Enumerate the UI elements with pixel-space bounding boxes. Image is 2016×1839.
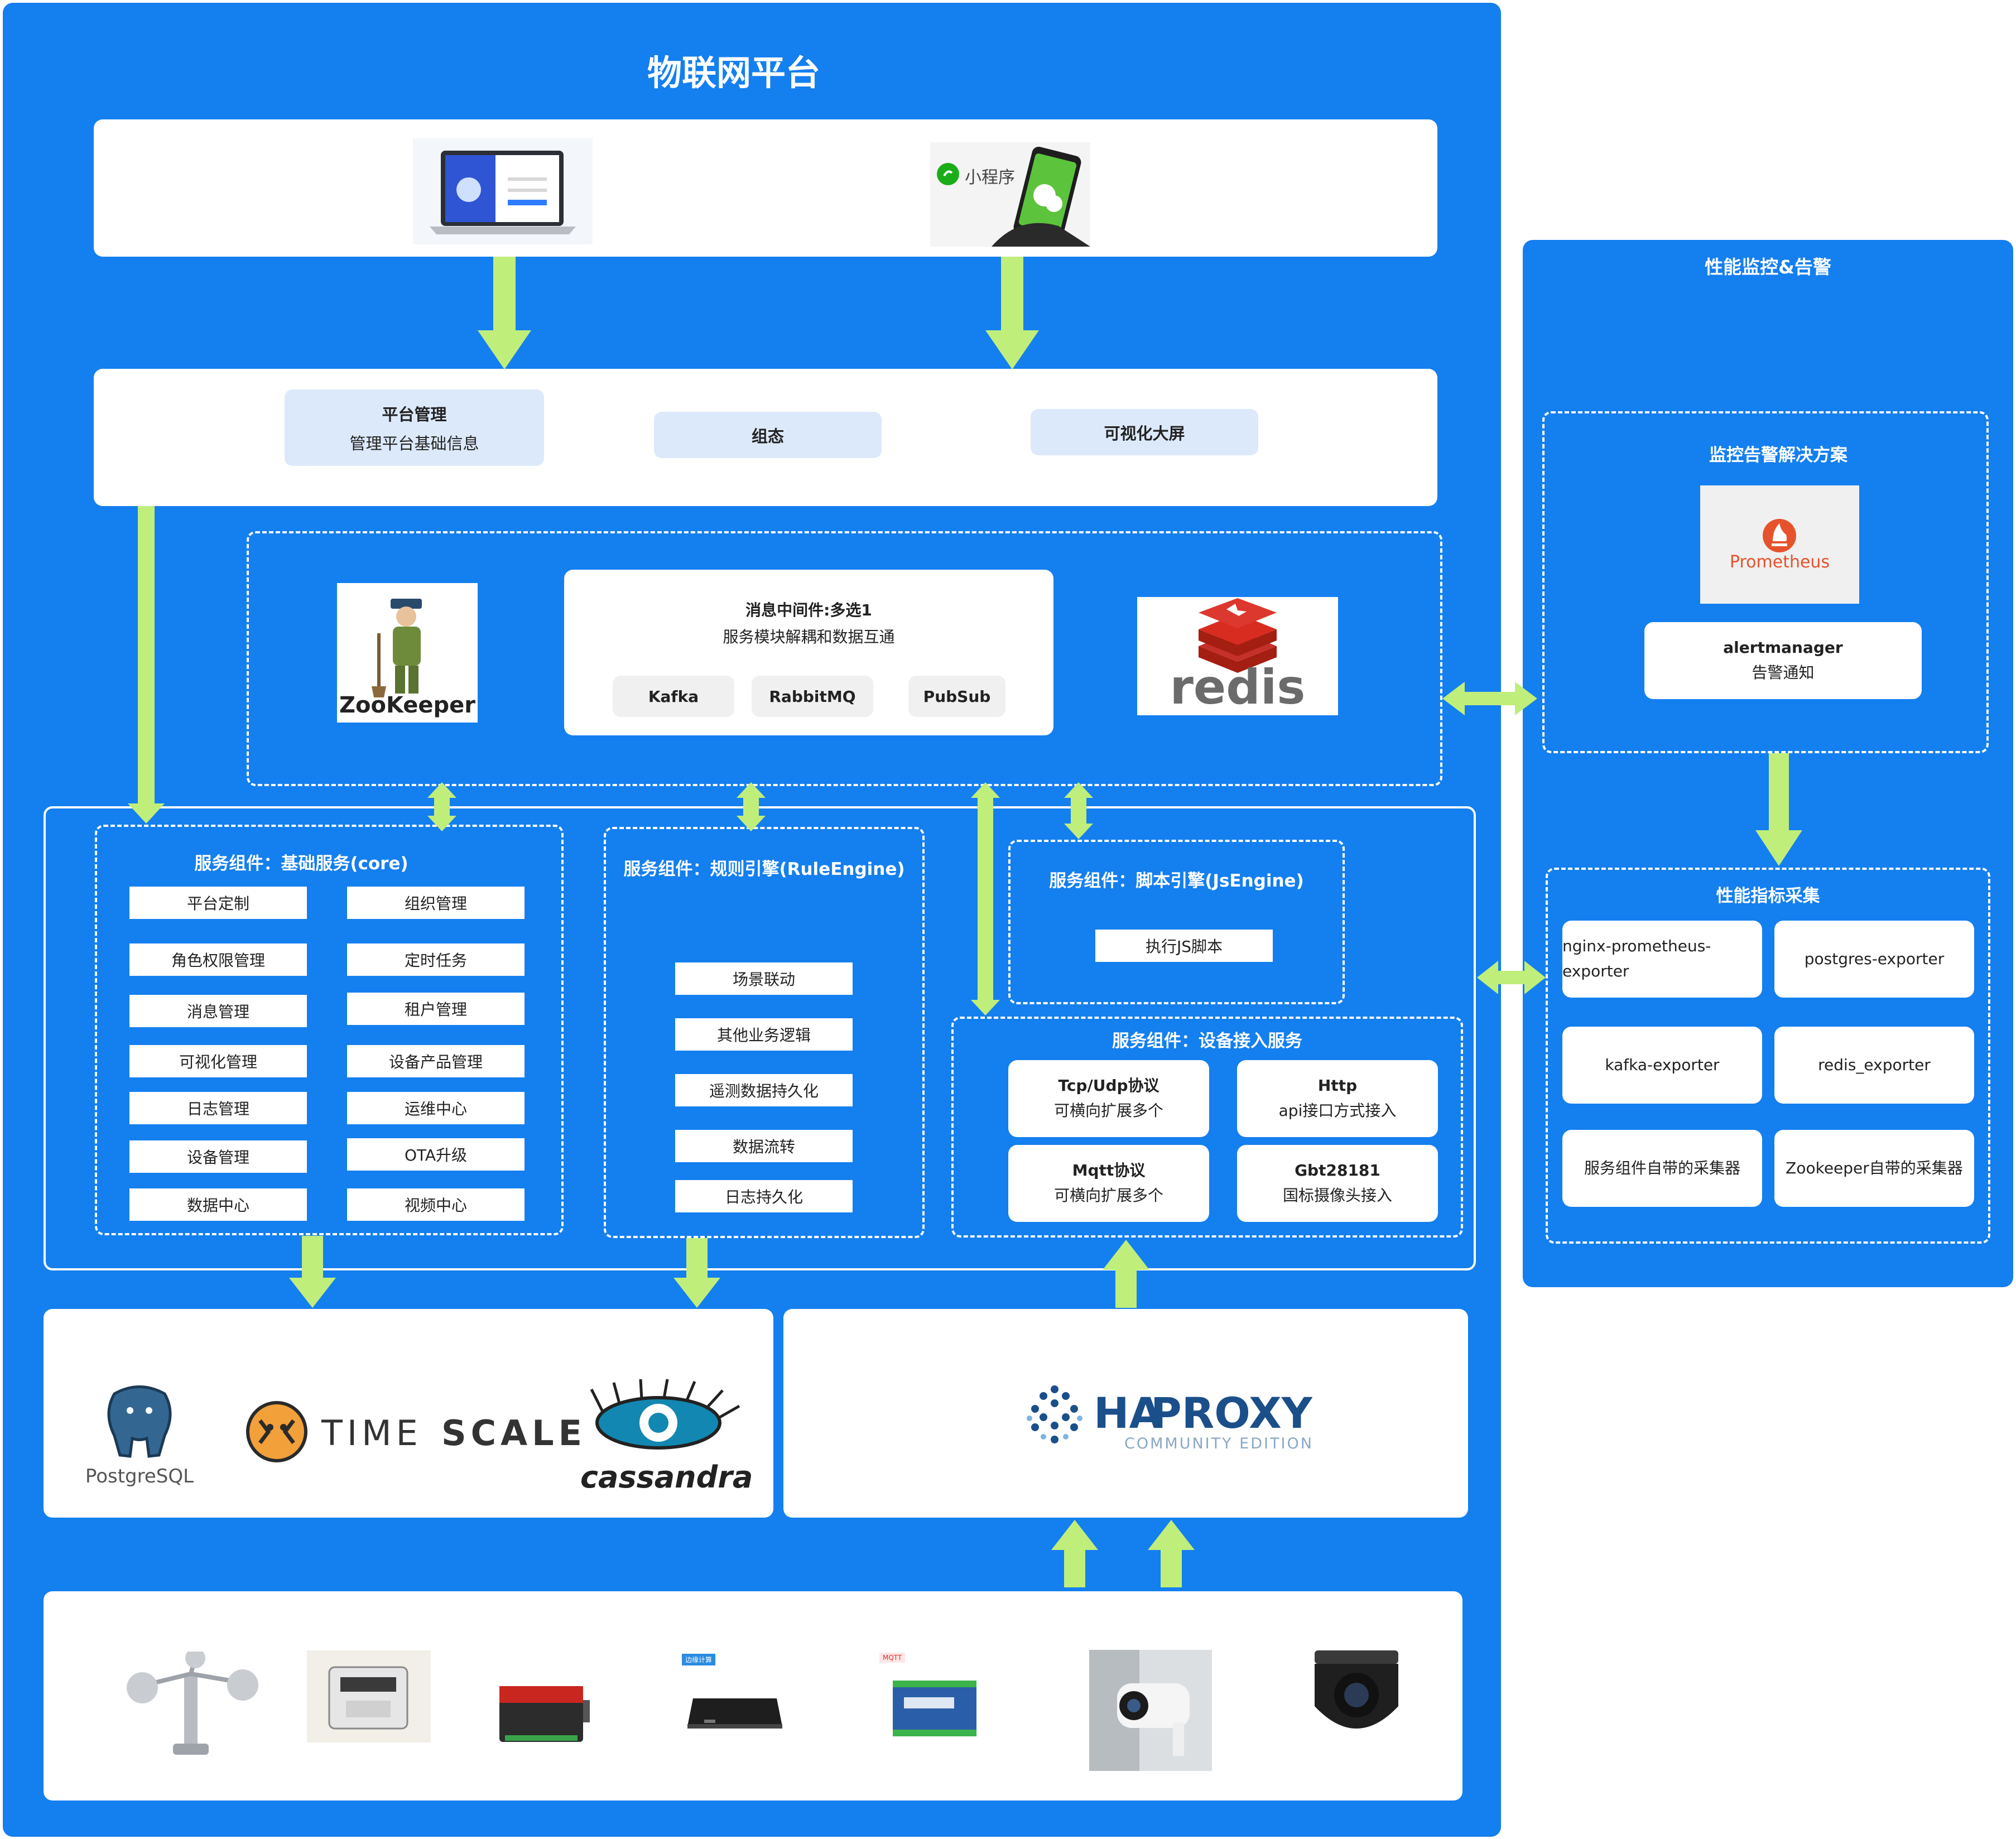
redis-logo-text: redis <box>1170 659 1306 715</box>
access-card-mqtt-title: Mqtt协议 <box>1072 1161 1146 1180</box>
zookeeper-logo: ZooKeeper <box>337 583 478 723</box>
cassandra-logo: cassandra <box>580 1378 753 1495</box>
platform-title: 物联网平台 <box>647 52 820 93</box>
miniprogram-image: 小程序 <box>930 142 1090 247</box>
exporter-postgres[interactable]: postgres-exporter <box>1774 921 1974 998</box>
core-item-scheduled-tasks[interactable]: 定时任务 <box>347 943 525 976</box>
access-card-http-title: Http <box>1317 1076 1358 1095</box>
exporter-kafka[interactable]: kafka-exporter <box>1562 1027 1762 1104</box>
timescale-logo-text-a: TIME <box>321 1413 422 1453</box>
access-card-tcp-udp-title: Tcp/Udp协议 <box>1058 1076 1159 1095</box>
js-engine-title: 服务组件：脚本引擎(JsEngine) <box>1049 871 1304 891</box>
access-card-gbt28181[interactable]: Gbt28181 国标摄像头接入 <box>1237 1145 1438 1222</box>
core-item-ota[interactable]: OTA升级 <box>347 1138 525 1171</box>
metrics-collect-title: 性能指标采集 <box>1716 886 1820 906</box>
prometheus-logo: Prometheus <box>1700 485 1859 604</box>
postgresql-logo-text: PostgreSQL <box>85 1465 194 1487</box>
platform-mgmt-sub: 管理平台基础信息 <box>349 434 479 453</box>
mq-title: 消息中间件:多选1 <box>745 601 872 619</box>
config-pill[interactable]: 组态 <box>654 412 882 458</box>
core-item-product-mgmt[interactable]: 设备产品管理 <box>347 1045 525 1077</box>
device-access-title: 服务组件：设备接入服务 <box>1112 1031 1302 1051</box>
proxy-box <box>783 1309 1468 1518</box>
alertmanager-title: alertmanager <box>1723 638 1843 657</box>
core-item-message-mgmt[interactable]: 消息管理 <box>129 995 307 1027</box>
exporter-zookeeper-builtin[interactable]: Zookeeper自带的采集器 <box>1774 1130 1974 1207</box>
haproxy-edition: COMMUNITY EDITION <box>1124 1435 1313 1452</box>
miniprogram-label: 小程序 <box>965 168 1015 187</box>
mq-option-pubsub[interactable]: PubSub <box>908 676 1005 717</box>
core-item-device-mgmt[interactable]: 设备管理 <box>129 1140 307 1173</box>
alertmanager-sub: 告警通知 <box>1752 663 1815 682</box>
platform-mgmt-pill[interactable]: 平台管理 管理平台基础信息 <box>285 389 544 466</box>
core-item-tenant-mgmt[interactable]: 租户管理 <box>347 993 525 1025</box>
cassandra-logo-text: cassandra <box>580 1460 753 1495</box>
core-item-visual-mgmt[interactable]: 可视化管理 <box>129 1045 307 1077</box>
core-item-platform-custom[interactable]: 平台定制 <box>129 887 307 919</box>
core-service-title: 服务组件：基础服务(core) <box>194 854 408 874</box>
monitor-solution-group <box>1542 411 1989 753</box>
clients-box <box>94 119 1437 257</box>
access-card-http[interactable]: Http api接口方式接入 <box>1237 1060 1438 1137</box>
access-card-mqtt[interactable]: Mqtt协议 可横向扩展多个 <box>1008 1145 1209 1222</box>
core-item-ops-center[interactable]: 运维中心 <box>347 1092 525 1124</box>
timescale-logo: TIME SCALE <box>243 1398 582 1465</box>
iot-platform-panel <box>3 3 1501 1837</box>
rule-item-data-flow[interactable]: 数据流转 <box>675 1130 853 1162</box>
devices-box <box>44 1591 1462 1801</box>
monitor-title: 性能监控&告警 <box>1705 256 1831 278</box>
gateway-device-1-image <box>494 1675 594 1747</box>
rule-item-telemetry-persist[interactable]: 遥测数据持久化 <box>675 1074 853 1106</box>
electric-meter-image <box>307 1650 431 1742</box>
access-card-gbt28181-sub: 国标摄像头接入 <box>1282 1186 1392 1205</box>
anemometer-image <box>117 1648 268 1769</box>
haproxy-logo-text-b: PROXY <box>1151 1388 1312 1438</box>
redis-logo: redis <box>1137 597 1338 715</box>
core-service-group <box>95 825 564 1235</box>
mqtt-io-module-image: MQTT <box>876 1653 988 1747</box>
device-access-group <box>951 1017 1463 1238</box>
platform-mgmt-title: 平台管理 <box>382 405 447 424</box>
rule-item-other-logic[interactable]: 其他业务逻辑 <box>675 1018 853 1051</box>
access-card-tcp-udp-sub: 可横向扩展多个 <box>1053 1101 1163 1120</box>
access-card-tcp-udp[interactable]: Tcp/Udp协议 可横向扩展多个 <box>1008 1060 1209 1137</box>
exporter-nginx[interactable]: nginx-prometheus-exporter <box>1562 921 1762 998</box>
core-item-org-mgmt[interactable]: 组织管理 <box>347 887 525 919</box>
access-card-gbt28181-title: Gbt28181 <box>1295 1161 1380 1180</box>
rule-item-log-persist[interactable]: 日志持久化 <box>675 1180 853 1212</box>
postgresql-logo: PostgreSQL <box>75 1383 204 1489</box>
haproxy-logo: HA PROXY COMMUNITY EDITION <box>1018 1378 1320 1452</box>
timescale-logo-text-b: SCALE <box>441 1413 586 1453</box>
js-item-exec-script[interactable]: 执行JS脚本 <box>1095 930 1273 962</box>
haproxy-logo-text-a: HA <box>1094 1388 1162 1438</box>
core-item-video-center[interactable]: 视频中心 <box>347 1188 525 1221</box>
mq-option-rabbitmq[interactable]: RabbitMQ <box>752 676 873 717</box>
access-card-mqtt-sub: 可横向扩展多个 <box>1053 1186 1163 1205</box>
alertmanager-card[interactable]: alertmanager 告警通知 <box>1644 622 1922 699</box>
metrics-collect-group <box>1546 868 1990 1244</box>
prometheus-logo-text: Prometheus <box>1729 552 1830 572</box>
dome-camera-image <box>1292 1645 1421 1751</box>
edge-compute-box-image: 边缘计算 <box>682 1654 788 1743</box>
access-card-http-sub: api接口方式接入 <box>1278 1101 1397 1120</box>
exporter-service-builtin[interactable]: 服务组件自带的采集器 <box>1562 1130 1762 1207</box>
mq-option-kafka[interactable]: Kafka <box>613 676 734 717</box>
web-client-laptop-image <box>413 138 593 244</box>
bullet-camera-image <box>1089 1650 1212 1771</box>
monitor-solution-title: 监控告警解决方案 <box>1709 445 1847 465</box>
zookeeper-logo-text: ZooKeeper <box>339 692 475 718</box>
rule-engine-title: 服务组件：规则引擎(RuleEngine) <box>623 859 905 879</box>
core-item-data-center[interactable]: 数据中心 <box>129 1188 307 1221</box>
edge-compute-badge: 边缘计算 <box>682 1654 716 1665</box>
js-engine-group <box>1008 840 1345 1004</box>
core-item-log-mgmt[interactable]: 日志管理 <box>129 1092 307 1124</box>
mqtt-badge: MQTT <box>879 1653 906 1663</box>
exporter-redis[interactable]: redis_exporter <box>1774 1027 1974 1104</box>
rule-item-scene-linkage[interactable]: 场景联动 <box>675 962 853 995</box>
mq-sub: 服务模块解耦和数据互通 <box>723 628 895 646</box>
bigscreen-pill[interactable]: 可视化大屏 <box>1031 409 1258 455</box>
core-item-role-mgmt[interactable]: 角色权限管理 <box>129 943 307 976</box>
middleware-group <box>247 531 1442 786</box>
